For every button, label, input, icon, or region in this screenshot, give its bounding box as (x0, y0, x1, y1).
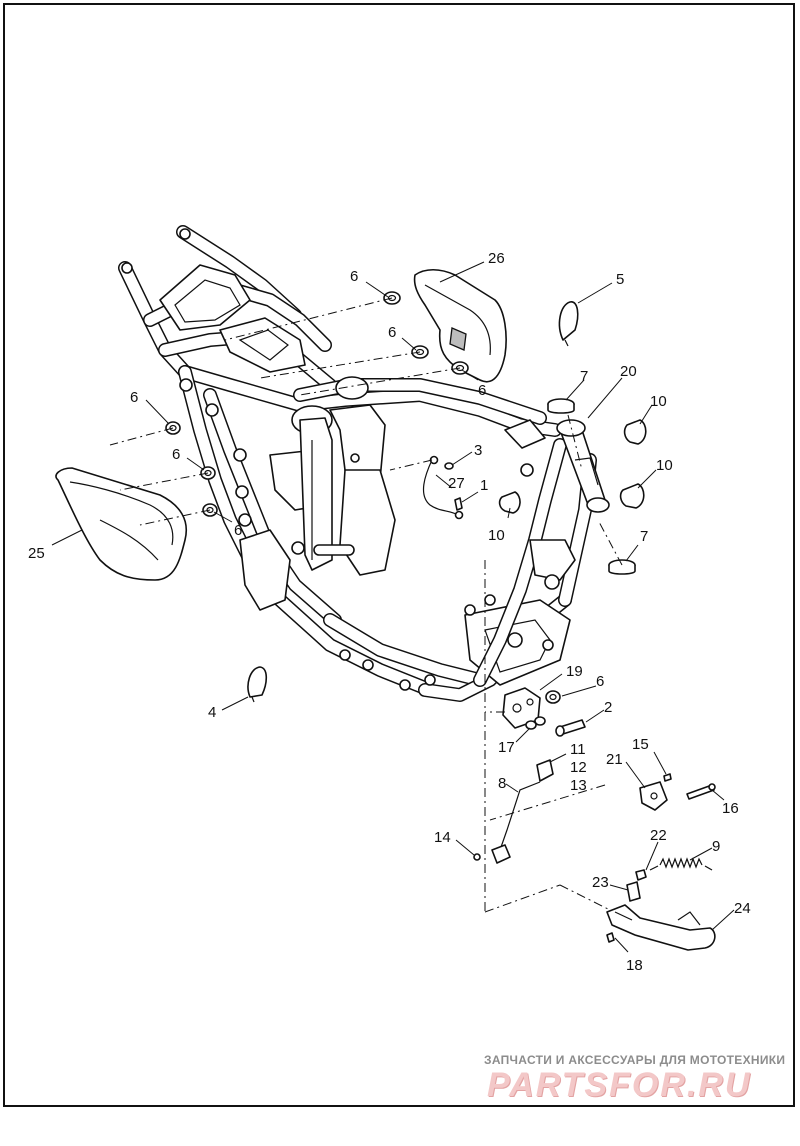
callout-8: 8 (498, 775, 506, 792)
callout-2: 2 (604, 699, 612, 716)
callout-16: 16 (722, 800, 739, 817)
callout-12: 12 (570, 759, 587, 776)
callout-6: 6 (350, 268, 358, 285)
bearing-cup-lower (608, 559, 636, 575)
callout-21: 21 (606, 751, 623, 768)
callout-22: 22 (650, 827, 667, 844)
right-side-cover (413, 268, 507, 383)
callout-6: 6 (388, 324, 396, 341)
callout-18: 18 (626, 957, 643, 974)
callout-4: 4 (208, 704, 216, 721)
callout-10: 10 (650, 393, 667, 410)
callout-26: 26 (488, 250, 505, 267)
callout-6: 6 (596, 673, 604, 690)
bearing-cup-upper (547, 398, 575, 414)
callout-17: 17 (498, 739, 515, 756)
jiffy-stand-leg (606, 904, 716, 951)
bumper-pads (498, 419, 647, 514)
stand-sensor (473, 759, 554, 864)
watermark-logo: PARTSFOR.RU (487, 1066, 752, 1104)
callout-25: 25 (28, 545, 45, 562)
stand-pin (626, 869, 647, 902)
leader-lines (51, 261, 735, 953)
callout-3: 3 (474, 442, 482, 459)
callout-20: 20 (620, 363, 637, 380)
callout-6: 6 (478, 382, 486, 399)
cable-strap-5 (558, 301, 579, 347)
callout-7: 7 (640, 528, 648, 545)
callout-13: 13 (570, 777, 587, 794)
callout-24: 24 (734, 900, 751, 917)
cable-strap-4 (247, 666, 268, 703)
callout-27: 27 (448, 475, 465, 492)
callout-23: 23 (592, 874, 609, 891)
stand-spring (649, 857, 713, 871)
callout-5: 5 (616, 271, 624, 288)
washers-17 (525, 716, 546, 730)
callout-6: 6 (130, 389, 138, 406)
callout-1: 1 (480, 477, 488, 494)
motorcycle-frame (118, 225, 610, 702)
left-side-cover (55, 467, 187, 581)
callout-6: 6 (172, 446, 180, 463)
lower-cradle (323, 593, 572, 702)
callout-15: 15 (632, 736, 649, 753)
rear-frame-section (118, 225, 337, 392)
stand-pivot-bracket (639, 773, 716, 811)
callout-14: 14 (434, 829, 451, 846)
top-backbone (178, 365, 562, 449)
seat-post-tube (291, 404, 396, 576)
stand-bolt (555, 719, 586, 737)
callout-labels: 26 5 6 6 6 6 6 6 6 7 20 10 10 10 3 27 1 … (28, 250, 751, 974)
callout-19: 19 (566, 663, 583, 680)
assembly-lines (109, 297, 623, 913)
grommet-stand (545, 690, 561, 704)
ground-strap (422, 455, 464, 520)
callout-11: 11 (570, 741, 586, 758)
watermark-caption: ЗАПЧАСТИ И АКСЕССУАРЫ ДЛЯ МОТОТЕХНИКИ (484, 1053, 786, 1067)
callout-7: 7 (580, 368, 588, 385)
diagram-border (3, 3, 795, 1107)
callout-9: 9 (712, 838, 720, 855)
callout-10: 10 (488, 527, 505, 544)
callout-10: 10 (656, 457, 673, 474)
steering-head (556, 419, 610, 513)
callout-6: 6 (234, 522, 242, 539)
